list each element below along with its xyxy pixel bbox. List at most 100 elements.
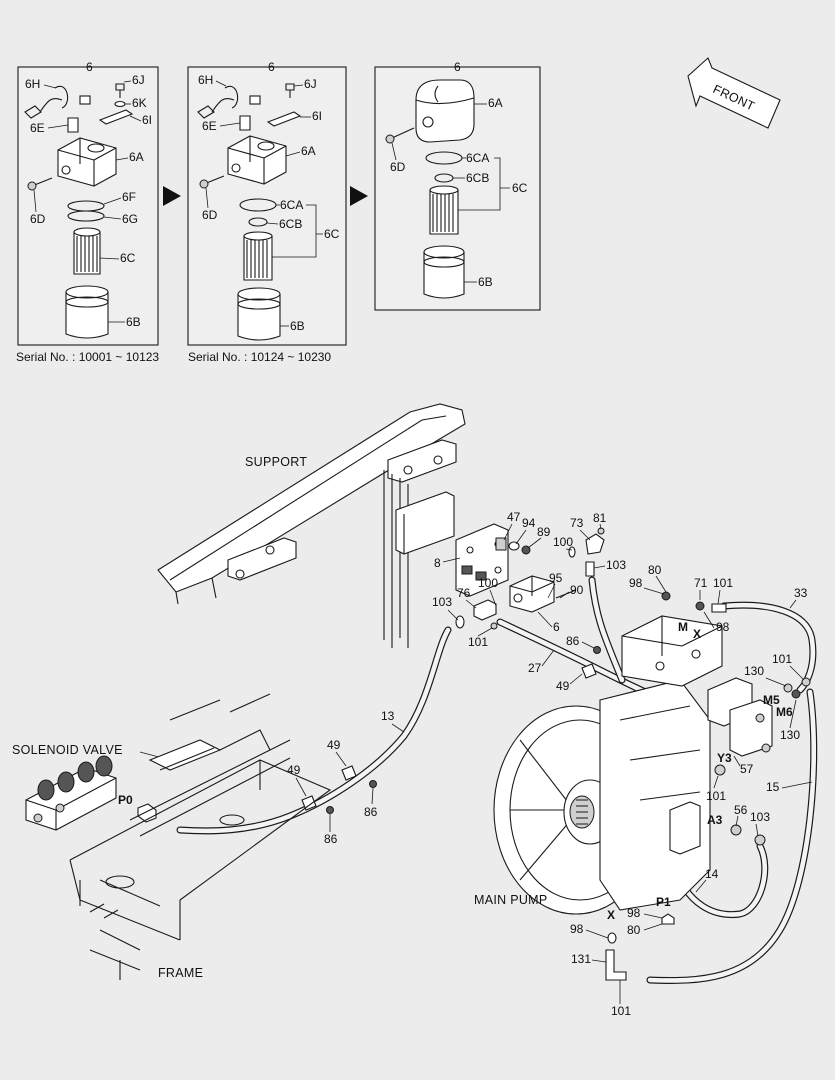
callout-98b: 98: [716, 620, 730, 634]
label-6c: 6C: [120, 251, 136, 265]
o-ring-6g: [67, 210, 105, 222]
label-6j: 6J: [304, 77, 317, 91]
callout-101a: 101: [468, 635, 488, 649]
callout-130b: 130: [780, 728, 800, 742]
callout-76: 76: [457, 586, 471, 600]
hose-14: [676, 842, 769, 919]
inset-panel-3: 6 6A 6D 6CA 6CB 6C 6B: [374, 60, 541, 311]
port-x-top: X: [693, 627, 701, 641]
fittings-cluster-top: [495, 527, 605, 577]
wire-harness-icon: [197, 85, 239, 119]
label-6e: 6E: [30, 121, 45, 135]
callout-98c: 98: [627, 906, 641, 920]
solenoid-valve: [25, 755, 157, 831]
wire-harness-icon: [24, 85, 69, 119]
serial-range-1: Serial No. : 10001 ~ 10123: [16, 350, 159, 364]
port-m5: M5: [763, 693, 780, 707]
port-x-bottom: X: [607, 908, 615, 922]
fitting-76: [473, 599, 497, 621]
label-6h: 6H: [25, 77, 40, 91]
solenoid-valve-label: SOLENOID VALVE: [12, 743, 123, 757]
callout-27: 27: [528, 661, 542, 675]
label-6d: 6D: [390, 160, 406, 174]
callout-131: 131: [571, 952, 591, 966]
main-pump: [493, 591, 773, 915]
label-6b: 6B: [478, 275, 493, 289]
label-6f: 6F: [122, 190, 136, 204]
elbow-fitting-73: [585, 533, 605, 555]
callout-101e: 101: [611, 1004, 631, 1018]
filter-head-6a: [57, 137, 117, 187]
label-6j: 6J: [132, 73, 145, 87]
support-bracket: [157, 403, 466, 648]
connector-icon: [249, 95, 261, 105]
filter-head-6a: [415, 79, 475, 143]
hose-33: [720, 601, 817, 694]
callout-73: 73: [570, 516, 584, 530]
callout-101d: 101: [706, 789, 726, 803]
support-label: SUPPORT: [245, 455, 307, 469]
callout-49c: 49: [287, 763, 301, 777]
label-6ca: 6CA: [466, 151, 489, 165]
port-y3: Y3: [717, 751, 732, 765]
hose-vertical: [588, 576, 626, 684]
label-6cb: 6CB: [279, 217, 302, 231]
label-6i: 6I: [142, 113, 152, 127]
callout-56: 56: [734, 803, 748, 817]
filter-element-6c: [243, 235, 273, 281]
label-6b: 6B: [290, 319, 305, 333]
callout-103b: 103: [432, 595, 452, 609]
callout-101c: 101: [772, 652, 792, 666]
frame: [69, 693, 332, 980]
bracket-icon: [98, 109, 134, 125]
panel3-group-label: 6: [454, 60, 461, 74]
port-m: M: [678, 620, 688, 634]
callout-103a: 103: [606, 558, 626, 572]
arrow-right-icon: [163, 186, 181, 206]
callout-90: 90: [570, 583, 584, 597]
port-labels: P0 M X M5 M6 Y3 A3 P1 X: [118, 620, 793, 922]
callout-101b: 101: [713, 576, 733, 590]
callout-81: 81: [593, 511, 607, 525]
callout-49b: 49: [327, 738, 341, 752]
hose-15: [646, 688, 818, 984]
screw-icon: [115, 83, 125, 98]
port-p1: P1: [656, 895, 671, 909]
callouts: 8 47 94 89 73 81 100 103 95 90 100 76 10…: [287, 510, 813, 1018]
bracket-icon: [266, 111, 302, 127]
callout-86c: 86: [324, 832, 338, 846]
filter-bowl-6b: [65, 291, 109, 339]
callout-71: 71: [694, 576, 708, 590]
screw-icon: [285, 83, 295, 98]
filter-element-6c: [429, 189, 459, 235]
callout-8: 8: [434, 556, 441, 570]
arrow-right-icon: [350, 186, 368, 206]
fitting-icon: [239, 115, 251, 131]
label-6cb: 6CB: [466, 171, 489, 185]
label-6a: 6A: [301, 144, 316, 158]
callout-86b: 86: [364, 805, 378, 819]
serial-range-2: Serial No. : 10124 ~ 10230: [188, 350, 331, 364]
connector-icon: [79, 95, 91, 105]
port-a3: A3: [707, 813, 723, 827]
label-6h: 6H: [198, 73, 213, 87]
callout-98d: 98: [570, 922, 584, 936]
fitting-icon: [67, 117, 79, 133]
callout-95: 95: [549, 571, 563, 585]
filter-bowl-6b: [423, 251, 465, 299]
callout-100b: 100: [478, 576, 498, 590]
label-6c: 6C: [324, 227, 340, 241]
port-m6: M6: [776, 705, 793, 719]
callout-103c: 103: [750, 810, 770, 824]
label-6e: 6E: [202, 119, 217, 133]
callout-49a: 49: [556, 679, 570, 693]
washer-icon: [114, 100, 126, 108]
label-6d: 6D: [30, 212, 46, 226]
callout-15: 15: [766, 780, 780, 794]
label-6k: 6K: [132, 96, 147, 110]
hose-13: [176, 626, 452, 835]
bolt-icon: [391, 127, 415, 139]
label-6b: 6B: [126, 315, 141, 329]
callout-89: 89: [537, 525, 551, 539]
